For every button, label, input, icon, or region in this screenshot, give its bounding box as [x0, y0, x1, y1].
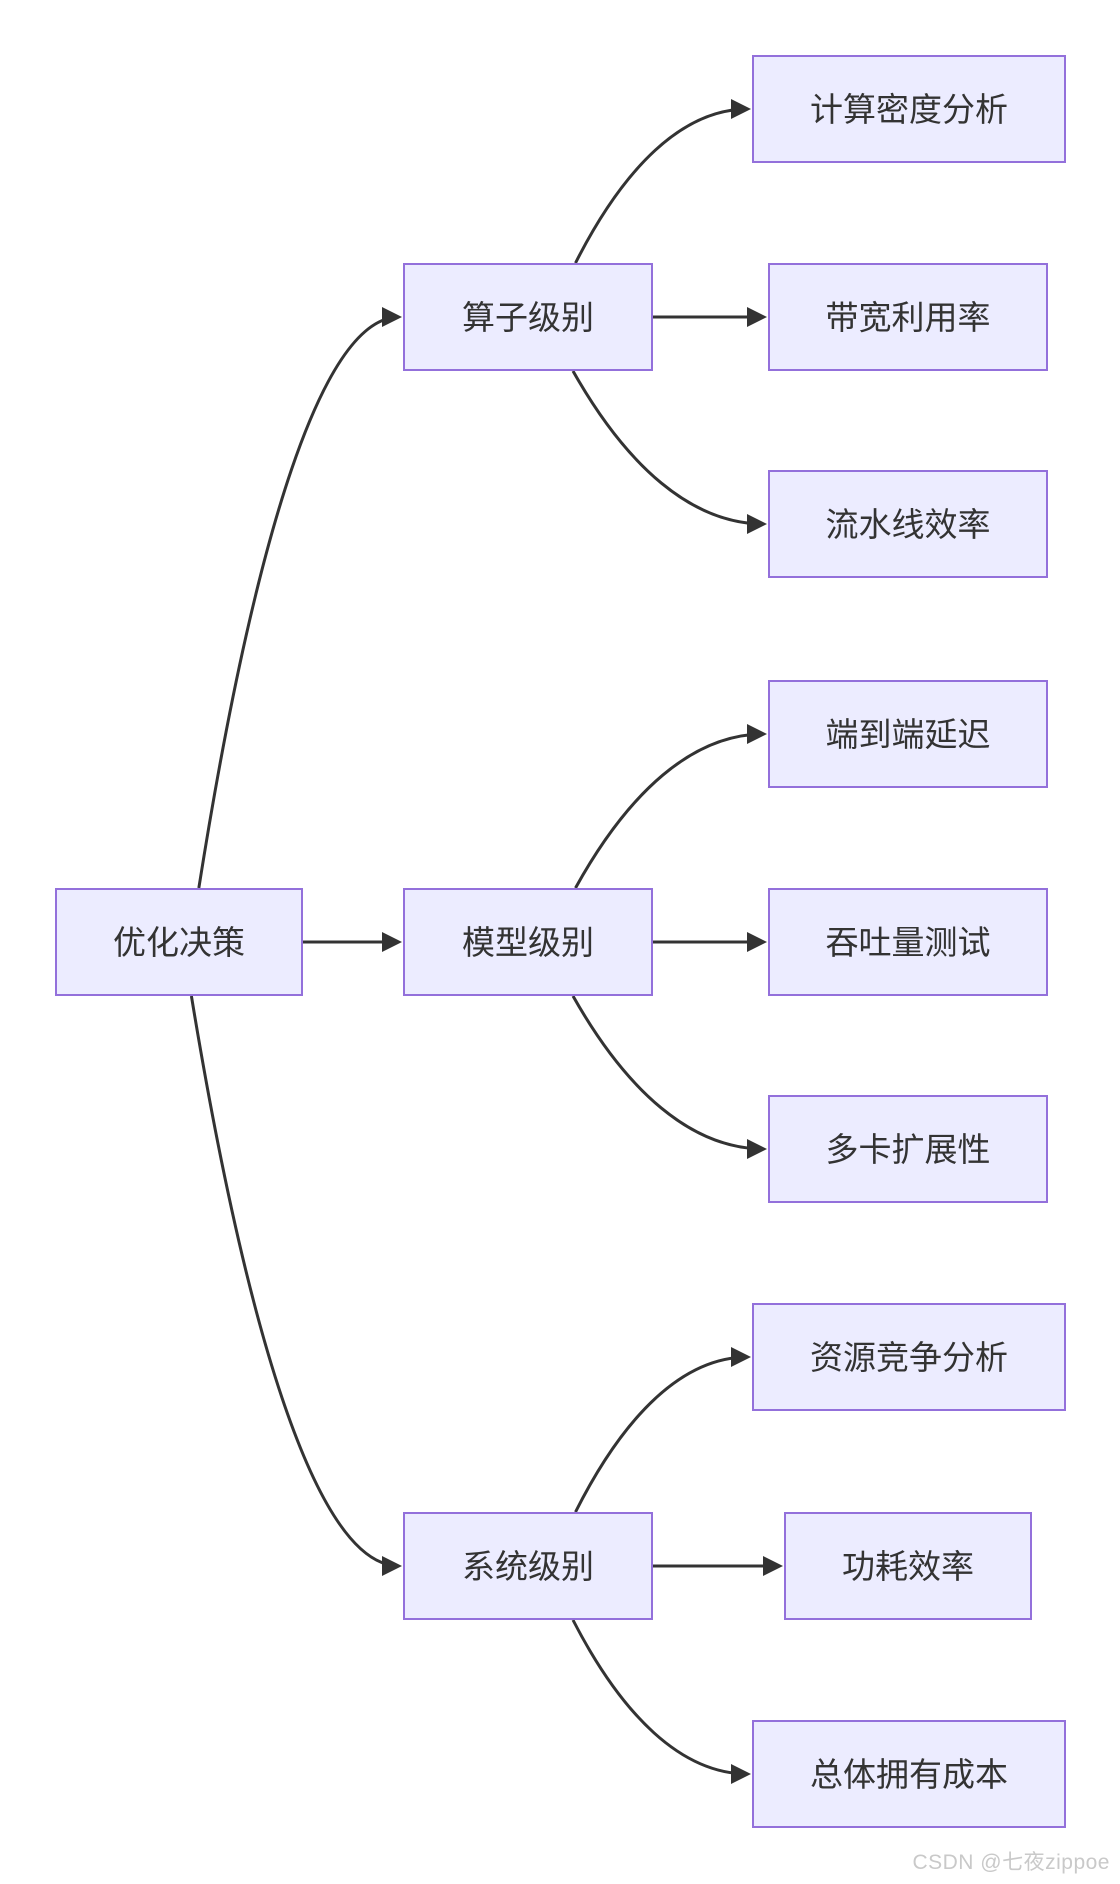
node-label-operator: 算子级别 — [462, 298, 594, 336]
watermark-text: CSDN @七夜zippoe — [912, 1851, 1110, 1874]
edge-model-to-e2e-latency — [574, 724, 767, 889]
node-label-e2e-latency: 端到端延迟 — [825, 715, 991, 753]
node-label-bandwidth: 带宽利用率 — [825, 298, 991, 336]
edge-decision-to-system — [189, 995, 402, 1576]
node-label-power: 功耗效率 — [842, 1547, 974, 1585]
node-model: 模型级别 — [403, 888, 653, 996]
node-operator: 算子级别 — [403, 263, 653, 371]
node-label-resource: 资源竞争分析 — [810, 1338, 1008, 1376]
node-label-multi-card: 多卡扩展性 — [825, 1130, 991, 1168]
node-resource: 资源竞争分析 — [752, 1303, 1066, 1411]
edge-system-to-tco — [571, 1619, 751, 1784]
node-label-tco: 总体拥有成本 — [810, 1755, 1008, 1793]
edge-decision-to-operator — [197, 307, 402, 889]
node-label-compute-density: 计算密度分析 — [810, 90, 1008, 128]
edge-operator-to-pipeline — [571, 370, 767, 534]
node-power: 功耗效率 — [784, 1512, 1032, 1620]
node-tco: 总体拥有成本 — [752, 1720, 1066, 1828]
node-pipeline: 流水线效率 — [768, 470, 1048, 578]
node-label-pipeline: 流水线效率 — [825, 505, 991, 543]
node-throughput: 吞吐量测试 — [768, 888, 1048, 996]
node-compute-density: 计算密度分析 — [752, 55, 1066, 163]
edge-system-to-resource — [574, 1347, 751, 1513]
edge-model-to-multi-card — [571, 995, 767, 1159]
node-label-decision: 优化决策 — [113, 923, 245, 961]
node-label-system: 系统级别 — [462, 1547, 594, 1585]
node-label-model: 模型级别 — [462, 923, 594, 961]
node-decision: 优化决策 — [55, 888, 303, 996]
edge-operator-to-compute-density — [574, 99, 751, 264]
node-e2e-latency: 端到端延迟 — [768, 680, 1048, 788]
node-bandwidth: 带宽利用率 — [768, 263, 1048, 371]
node-multi-card: 多卡扩展性 — [768, 1095, 1048, 1203]
node-system: 系统级别 — [403, 1512, 653, 1620]
node-label-throughput: 吞吐量测试 — [825, 923, 991, 961]
